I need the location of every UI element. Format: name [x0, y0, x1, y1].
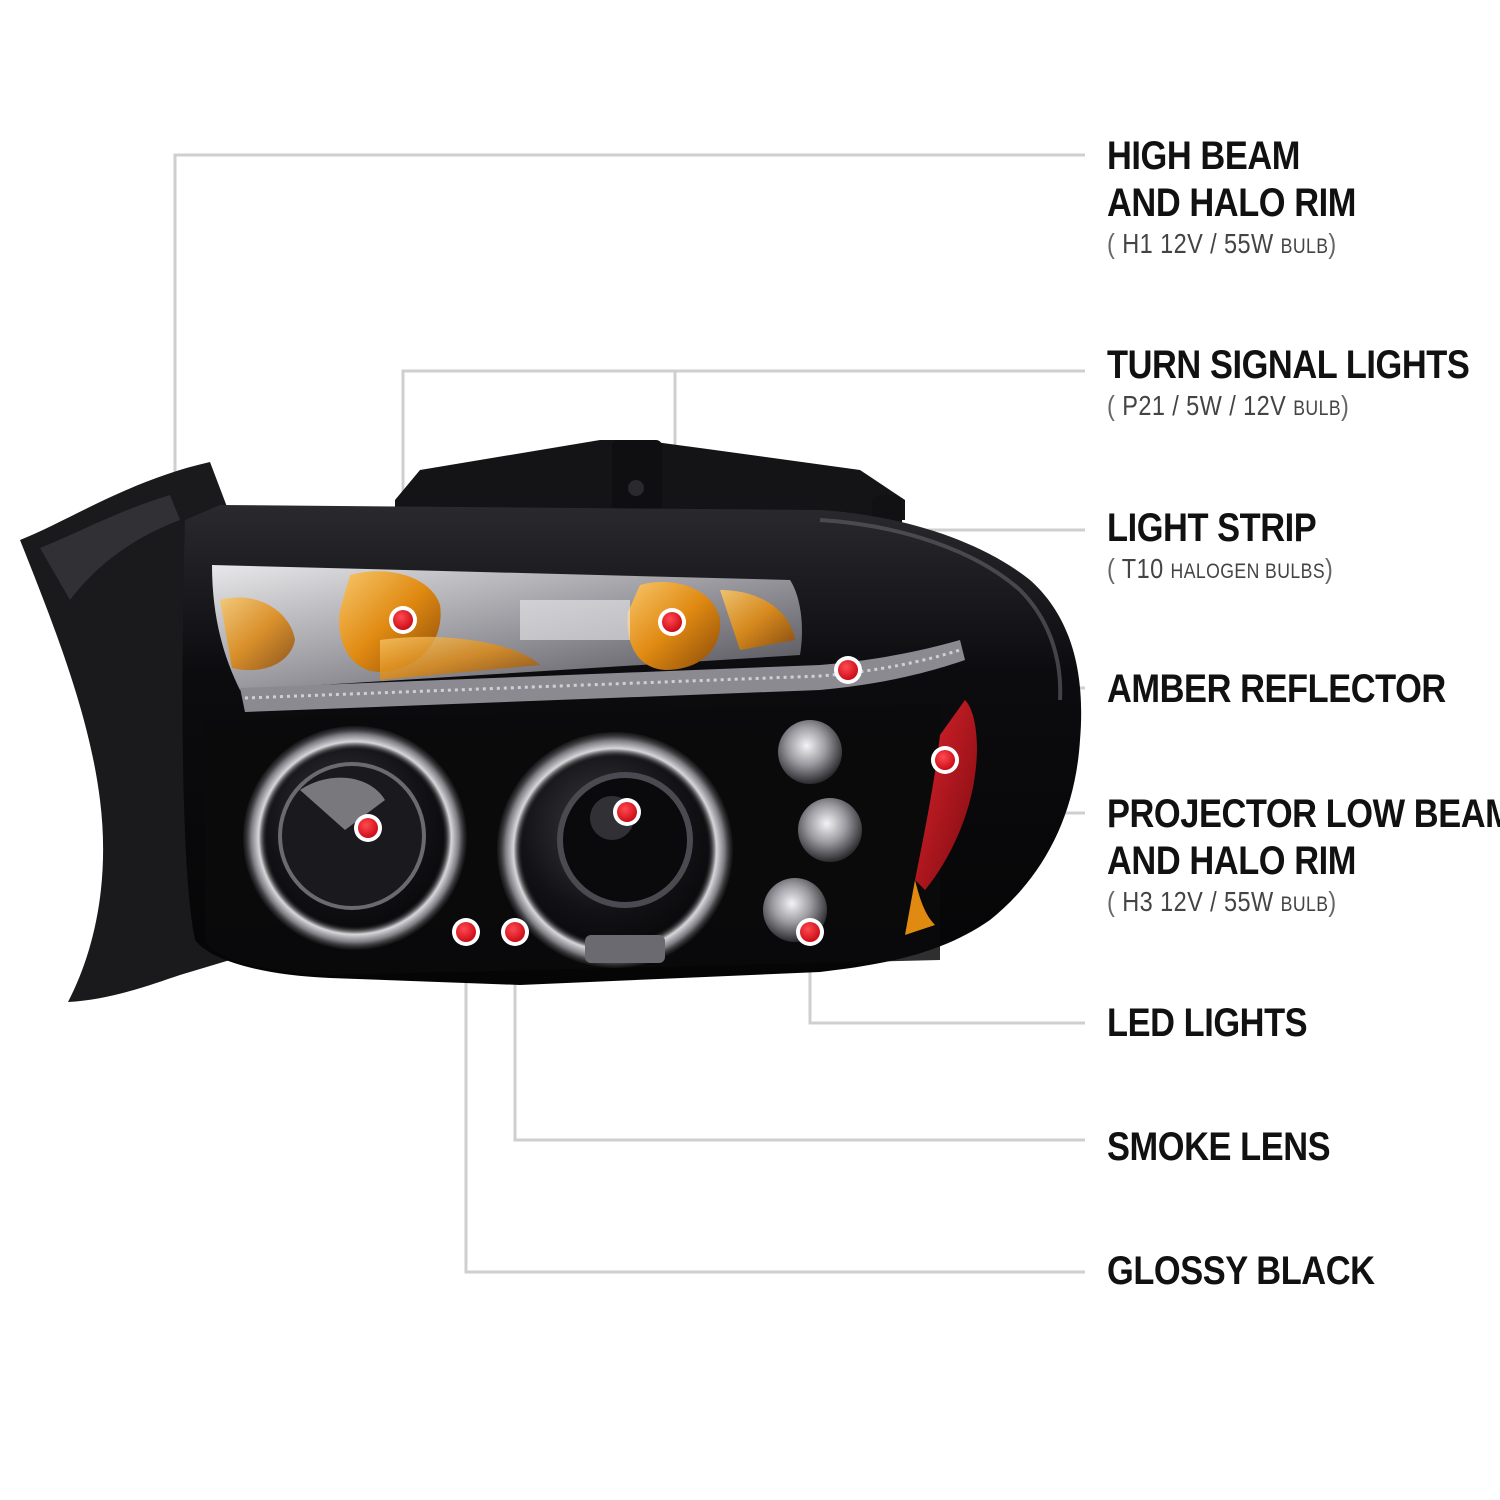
leader-glossy-black — [464, 932, 1085, 1274]
marker-glossy-black — [456, 922, 476, 942]
outer-halo-reflection — [300, 777, 385, 830]
amber-patch-left — [220, 597, 295, 671]
callout-title: HIGH BEAM — [1107, 134, 1300, 178]
callout-projector-low-beam: PROJECTOR LOW BEAM AND HALO RIM ( H3 12V… — [1107, 791, 1500, 922]
callout-light-strip: LIGHT STRIP ( T10 HALOGEN BULBS) — [1107, 505, 1376, 589]
led-top — [778, 720, 842, 784]
light-strip-ridges — [244, 648, 961, 700]
amber-patch-mid — [380, 636, 540, 680]
callout-title: AND HALO RIM — [1107, 181, 1356, 225]
rear-housing-highlight — [40, 495, 180, 600]
marker-light-strip — [838, 660, 858, 680]
amber-patch-right — [720, 590, 795, 650]
callout-title: LED LIGHTS — [1107, 1001, 1308, 1045]
callout-smoke-lens: SMOKE LENS — [1107, 1124, 1366, 1171]
marker-turn-signal-right — [662, 612, 682, 632]
light-strip-bar — [240, 640, 965, 712]
callout-title: AMBER REFLECTOR — [1107, 667, 1446, 711]
led-middle — [798, 798, 862, 862]
callout-glossy-black: GLOSSY BLACK — [1107, 1248, 1418, 1295]
callout-spec: ( P21 / 5W / 12V BULB) — [1107, 390, 1350, 421]
callout-title: GLOSSY BLACK — [1107, 1249, 1375, 1293]
callout-spec: ( T10 HALOGEN BULBS) — [1107, 553, 1334, 584]
leader-smoke-lens — [513, 932, 1085, 1142]
reflector-amber-tip — [905, 880, 935, 935]
marker-amber-reflector — [935, 750, 955, 770]
housing-edge-highlight — [819, 518, 1063, 701]
projector-lens — [557, 772, 693, 908]
callout-led-lights: LED LIGHTS — [1107, 1000, 1340, 1047]
marker-dots — [354, 606, 959, 946]
callout-title: LIGHT STRIP — [1107, 506, 1317, 550]
callout-amber-reflector: AMBER REFLECTOR — [1107, 666, 1500, 713]
marker-smoke-lens — [505, 922, 525, 942]
callout-title: AND HALO RIM — [1107, 839, 1356, 883]
lens-glint — [520, 600, 630, 640]
marker-projector — [617, 802, 637, 822]
top-screw — [628, 480, 644, 496]
top-tab — [612, 440, 662, 510]
red-reflector — [915, 700, 977, 890]
callout-spec: ( H3 12V / 55W BULB) — [1107, 886, 1337, 917]
rear-housing-shape — [20, 462, 232, 1002]
projector-base — [585, 935, 665, 963]
marker-high-beam — [358, 818, 378, 838]
marker-led — [800, 922, 820, 942]
callout-high-beam: HIGH BEAM AND HALO RIM ( H1 12V / 55W BU… — [1107, 133, 1397, 264]
callout-spec: ( H1 12V / 55W BULB) — [1107, 228, 1337, 259]
callout-title: TURN SIGNAL LIGHTS — [1107, 343, 1470, 387]
callout-turn-signal: TURN SIGNAL LIGHTS ( P21 / 5W / 12V BULB… — [1107, 342, 1500, 426]
callout-title: SMOKE LENS — [1107, 1125, 1331, 1169]
callout-title: PROJECTOR LOW BEAM — [1107, 792, 1500, 836]
marker-turn-signal-left — [393, 610, 413, 630]
